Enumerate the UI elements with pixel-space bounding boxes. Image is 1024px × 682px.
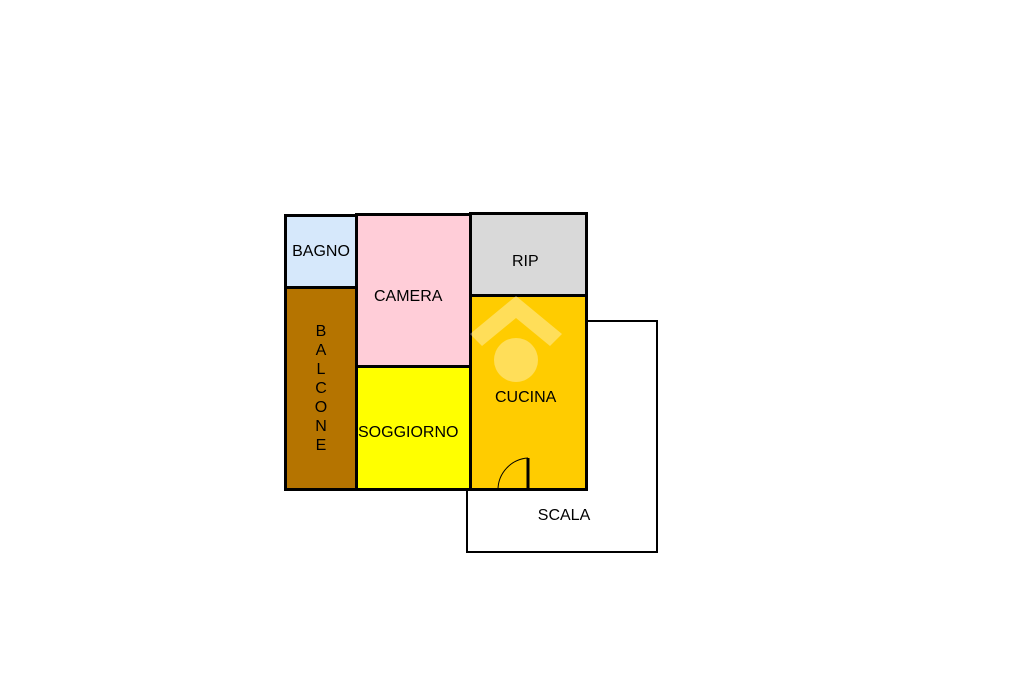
- balcone-letter: B: [315, 323, 327, 340]
- room-camera: CAMERA: [355, 213, 472, 369]
- room-rip: RIP: [469, 212, 588, 298]
- balcone-letter: L: [316, 361, 326, 378]
- room-scala-label: SCALA: [537, 507, 591, 524]
- room-rip-label: RIP: [512, 253, 539, 270]
- balcone-letter: E: [315, 437, 327, 454]
- balcone-letter: C: [315, 380, 327, 397]
- door-swing-icon: [497, 457, 530, 491]
- room-soggiorno: SOGGIORNO: [355, 365, 472, 491]
- room-bagno: BAGNO: [284, 214, 358, 290]
- balcone-letter: A: [315, 342, 327, 359]
- balcone-letter: O: [314, 399, 328, 416]
- room-bagno-label: BAGNO: [292, 243, 350, 260]
- room-camera-label: CAMERA: [374, 288, 443, 305]
- balcone-letter: N: [315, 418, 327, 435]
- room-cucina-label: CUCINA: [495, 389, 557, 406]
- room-soggiorno-label: SOGGIORNO: [358, 424, 459, 441]
